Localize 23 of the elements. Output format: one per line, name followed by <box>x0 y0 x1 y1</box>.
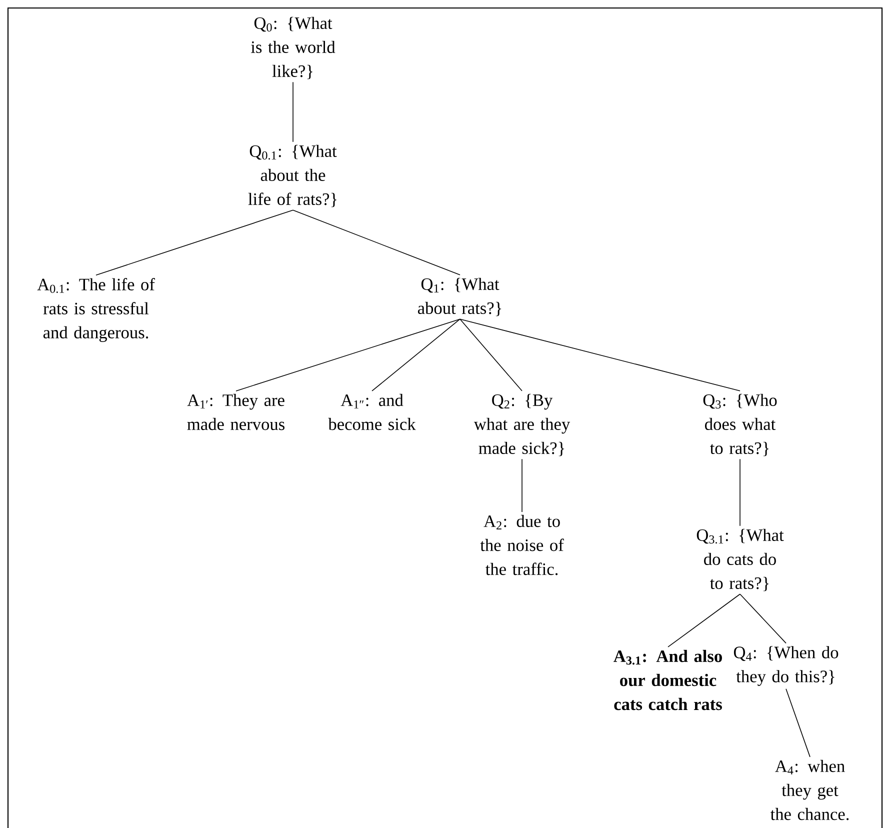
node-text: A$_{3.1}$: And also our domestic cats catch rats <box>614 650 722 710</box>
node-text: A$_{2}$: due to the noise of the traffic. <box>480 514 564 576</box>
tree-line <box>786 688 810 758</box>
node-text: A$_{1′}$: They are made nervous <box>187 394 284 430</box>
node-text: Q$_{3}$: {Who does what to rats?} <box>703 394 777 456</box>
tree-line <box>292 210 460 276</box>
tree-line <box>460 318 522 392</box>
node-text: A$_{1″}$: and become sick <box>328 394 416 430</box>
node-text: Q$_{0}$: {What is the world like?} <box>251 16 336 80</box>
tree-line <box>292 82 294 142</box>
node-text: A$_{4}$: when they get the chance. <box>770 760 849 820</box>
node-text: Q$_{2}$: {By what are they made sick?} <box>474 394 570 456</box>
tree-line <box>96 210 294 276</box>
tree-line <box>236 318 460 392</box>
node-text: Q$_{1}$: {What about rats?} <box>418 278 502 316</box>
node-text: Q$_{3.1}$: {What do cats do to rats?} <box>696 528 784 592</box>
node-text: A$_{0.1}$: The life of rats is stressful and dangerous. <box>37 278 155 342</box>
tree-line <box>372 318 460 392</box>
tree-line <box>460 318 740 392</box>
tree-line <box>668 594 740 648</box>
node-text: Q$_{0.1}$: {What about the life of rats?} <box>248 144 337 208</box>
tree-line <box>740 594 786 644</box>
node-text: Q$_{4}$: {When do they do this?} <box>734 646 838 686</box>
